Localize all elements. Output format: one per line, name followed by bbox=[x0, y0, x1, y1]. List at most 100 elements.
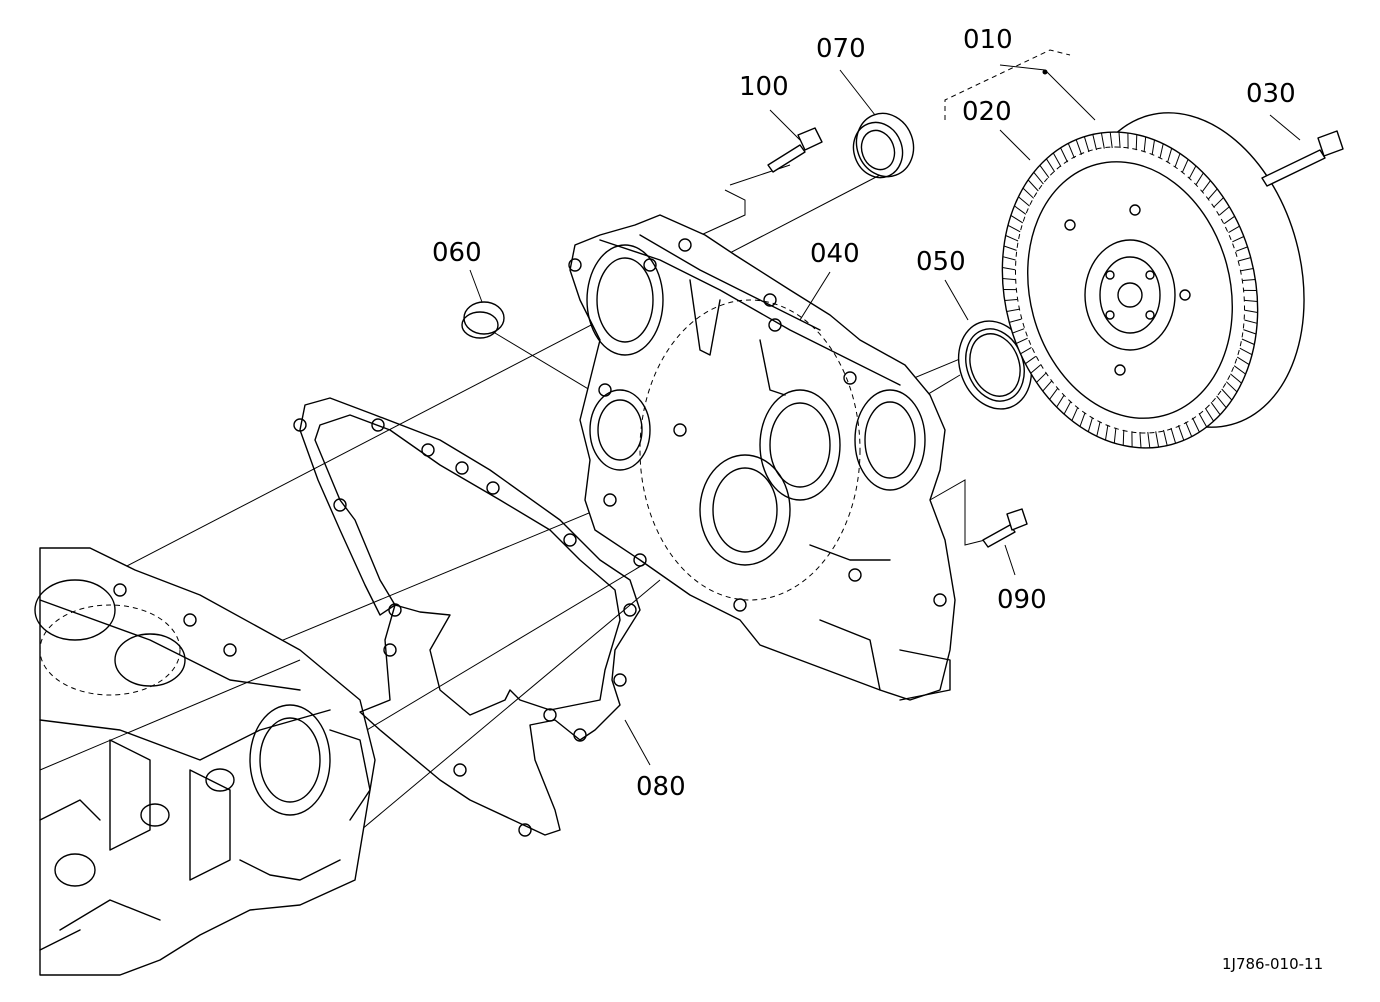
gear-tooth bbox=[1167, 148, 1173, 163]
gear-tooth bbox=[1192, 417, 1200, 433]
gear-tooth bbox=[1092, 134, 1097, 151]
gear-tooth bbox=[1232, 236, 1245, 243]
gear-tooth bbox=[1238, 257, 1251, 262]
leader-lines bbox=[469, 49, 1301, 766]
bolt-100 bbox=[767, 127, 823, 173]
flywheel-020 bbox=[1001, 112, 1305, 449]
gear-tooth bbox=[1049, 388, 1059, 400]
gear-tooth bbox=[1042, 380, 1052, 392]
gear-tooth bbox=[1039, 165, 1050, 178]
gear-tooth bbox=[1014, 205, 1027, 215]
gear-tooth bbox=[1235, 246, 1248, 252]
gear-tooth bbox=[1195, 172, 1204, 185]
bolt-090 bbox=[982, 508, 1028, 548]
gear-tooth bbox=[1009, 318, 1022, 323]
gear-tooth bbox=[1244, 299, 1258, 302]
gear-tooth bbox=[1020, 346, 1032, 355]
gear-tooth bbox=[1012, 328, 1025, 334]
callout-050: 050 bbox=[916, 247, 966, 277]
gear-tooth bbox=[1159, 143, 1164, 159]
gear-tooth bbox=[1204, 407, 1215, 422]
gear-tooth bbox=[1139, 431, 1142, 448]
gear-tooth bbox=[1216, 395, 1227, 409]
bolt-030 bbox=[1261, 130, 1344, 187]
gear-tooth bbox=[1052, 152, 1062, 167]
gear-tooth bbox=[1025, 355, 1037, 365]
diagram-code: 1J786-010-11 bbox=[1222, 955, 1323, 973]
callout-070: 070 bbox=[816, 34, 866, 64]
gear-tooth bbox=[1239, 347, 1253, 356]
gear-tooth bbox=[1060, 147, 1068, 163]
gear-tooth bbox=[1201, 180, 1211, 192]
gear-tooth bbox=[1225, 381, 1238, 393]
gear-tooth bbox=[1230, 373, 1242, 384]
gear-tooth bbox=[1213, 197, 1224, 208]
gear-tooth bbox=[1027, 179, 1039, 192]
gear-tooth bbox=[1002, 278, 1016, 281]
gear-tooth bbox=[1181, 159, 1189, 173]
gear-tooth bbox=[1075, 139, 1083, 155]
oil-seal-070 bbox=[852, 112, 915, 179]
callout-labels: 010 020 030 040 050 060 070 080 090 100 … bbox=[432, 25, 1323, 973]
gear-tooth bbox=[1243, 329, 1257, 335]
gear-tooth bbox=[1208, 188, 1218, 200]
gear-tooth bbox=[1143, 136, 1147, 153]
gear-tooth bbox=[1163, 429, 1168, 446]
gear-tooth bbox=[1236, 356, 1250, 366]
callout-030: 030 bbox=[1246, 79, 1296, 109]
gear-tooth bbox=[1004, 299, 1018, 301]
gear-tooth bbox=[1242, 279, 1256, 281]
gear-tooth bbox=[1006, 308, 1020, 312]
gear-tooth bbox=[1233, 365, 1246, 375]
gear-tooth bbox=[1188, 165, 1197, 179]
gear-tooth bbox=[1122, 429, 1125, 446]
gear-case-040 bbox=[568, 214, 956, 701]
callout-010: 010 bbox=[963, 25, 1013, 55]
gear-tooth bbox=[1003, 245, 1017, 251]
ring-gear-teeth bbox=[1002, 132, 1258, 448]
plug-060 bbox=[461, 301, 505, 339]
gear-tooth bbox=[1113, 427, 1117, 444]
gear-tooth bbox=[1036, 372, 1047, 383]
gear-tooth bbox=[1241, 338, 1255, 345]
gear-tooth bbox=[1002, 256, 1016, 261]
callout-040: 040 bbox=[810, 239, 860, 269]
gear-tooth bbox=[1185, 421, 1193, 437]
gear-tooth bbox=[1005, 235, 1019, 242]
gear-tooth bbox=[1223, 215, 1235, 225]
gear-tooth bbox=[1118, 132, 1121, 149]
gear-tooth bbox=[1067, 143, 1075, 159]
gear-tooth bbox=[1010, 214, 1024, 224]
gear-tooth bbox=[1135, 134, 1138, 151]
gear-tooth bbox=[1174, 153, 1181, 168]
gear-tooth bbox=[1022, 187, 1035, 199]
gear-tooth bbox=[1079, 412, 1086, 427]
gear-tooth bbox=[1007, 224, 1021, 233]
gear-tooth bbox=[1155, 431, 1160, 448]
gear-tooth bbox=[1063, 401, 1072, 415]
gear-tooth bbox=[1056, 395, 1065, 408]
gear-tooth bbox=[1071, 407, 1079, 421]
gear-tooth bbox=[1151, 139, 1155, 156]
gear-tooth bbox=[1002, 267, 1016, 271]
callout-020: 020 bbox=[962, 97, 1012, 127]
callout-060: 060 bbox=[432, 238, 482, 268]
gear-tooth bbox=[1100, 132, 1105, 149]
callout-100: 100 bbox=[739, 72, 789, 102]
gear-tooth bbox=[1147, 431, 1151, 448]
gear-tooth bbox=[1045, 158, 1056, 173]
gear-tooth bbox=[1240, 268, 1254, 272]
gear-tooth bbox=[1198, 413, 1208, 428]
gear-tooth bbox=[1015, 337, 1028, 344]
gear-tooth bbox=[1105, 424, 1109, 441]
gear-tooth bbox=[1018, 196, 1030, 207]
gear-tooth bbox=[1087, 417, 1093, 432]
gear-tooth bbox=[1096, 421, 1101, 437]
gear-tooth bbox=[1219, 206, 1230, 216]
gear-tooth bbox=[1083, 136, 1090, 153]
gasket-080 bbox=[293, 397, 641, 837]
gear-tooth bbox=[1109, 132, 1113, 149]
gear-tooth bbox=[1244, 309, 1258, 313]
gear-tooth bbox=[1177, 425, 1185, 441]
